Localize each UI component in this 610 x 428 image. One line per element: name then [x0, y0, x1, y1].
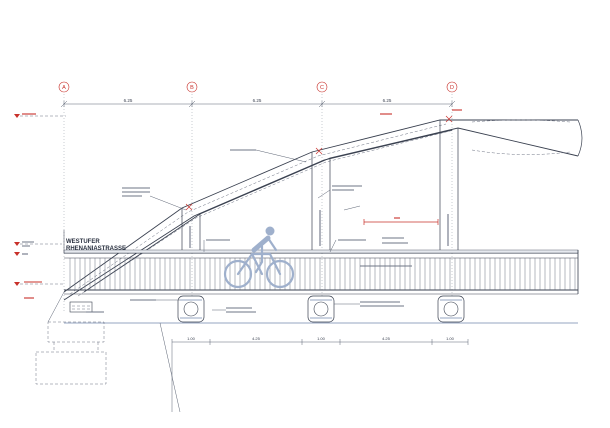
- bank-label-line1: WESTUFER: [66, 239, 100, 245]
- cyclist-icon: [223, 226, 295, 289]
- grid-marker-label: C: [320, 85, 324, 91]
- bearing-d: [437, 295, 465, 323]
- grid-marker-label: D: [450, 85, 454, 91]
- pier-bearings: [64, 295, 578, 324]
- post-annotations: [189, 210, 449, 248]
- grid-marker-c: C: [316, 81, 328, 93]
- bearing-b: [177, 295, 205, 323]
- railing-balusters: [69, 258, 576, 290]
- dimension-value: 4.25: [382, 336, 391, 341]
- dimension-value: 6.25: [124, 98, 133, 103]
- annotation-leaders: [86, 109, 462, 313]
- top-dimension-line: 6.25 6.25 6.25: [60, 98, 456, 108]
- section-dimension: [363, 217, 439, 225]
- dimension-value: 1.00: [446, 336, 455, 341]
- bearing-c: [307, 295, 335, 323]
- bank-label: WESTUFER RHENANIASTRASSE: [63, 230, 126, 253]
- grid-marker-label: B: [190, 85, 194, 91]
- dimension-value: 1.00: [317, 336, 326, 341]
- left-abutment: [35, 291, 107, 385]
- dimension-value: 4.25: [252, 336, 261, 341]
- bottom-dimension-line: 1.00 4.25 1.00 4.25 1.00: [159, 322, 469, 413]
- grid-marker-a: A: [58, 81, 70, 93]
- bridge-deck: [63, 249, 579, 295]
- stair-truss: [63, 115, 583, 301]
- grid-axes: [63, 94, 453, 312]
- dimension-value: 6.25: [253, 98, 262, 103]
- bank-label-line2: RHENANIASTRASSE: [66, 246, 126, 252]
- dimension-value: 6.25: [383, 98, 392, 103]
- grid-marker-b: B: [186, 81, 198, 93]
- level-markers-left: [14, 113, 66, 299]
- grid-marker-d: D: [446, 81, 458, 93]
- grid-marker-label: A: [62, 85, 66, 91]
- dimension-value: 1.00: [187, 336, 196, 341]
